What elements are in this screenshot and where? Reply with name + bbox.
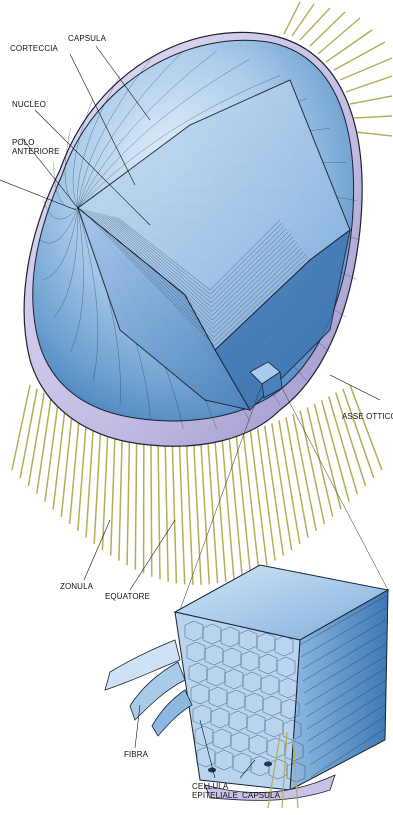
label-equatore: EQUATORE xyxy=(105,592,150,601)
label-asse-ottico: ASSE OTTICO xyxy=(342,412,393,421)
label-fibra: FIBRA xyxy=(124,750,148,759)
label-capsula-bottom: CAPSULA xyxy=(242,791,280,800)
label-capsula-top: CAPSULA xyxy=(68,34,106,43)
label-polo-anteriore: POLO ANTERIORE xyxy=(12,138,60,156)
label-cellula-epiteliale: CELLULA EPITELIALE xyxy=(192,782,238,800)
fiber-block-enlarged xyxy=(105,565,388,808)
label-corteccia: CORTECCIA xyxy=(10,44,58,53)
label-nucleo: NUCLEO xyxy=(12,100,46,109)
label-zonula: ZONULA xyxy=(60,582,93,591)
